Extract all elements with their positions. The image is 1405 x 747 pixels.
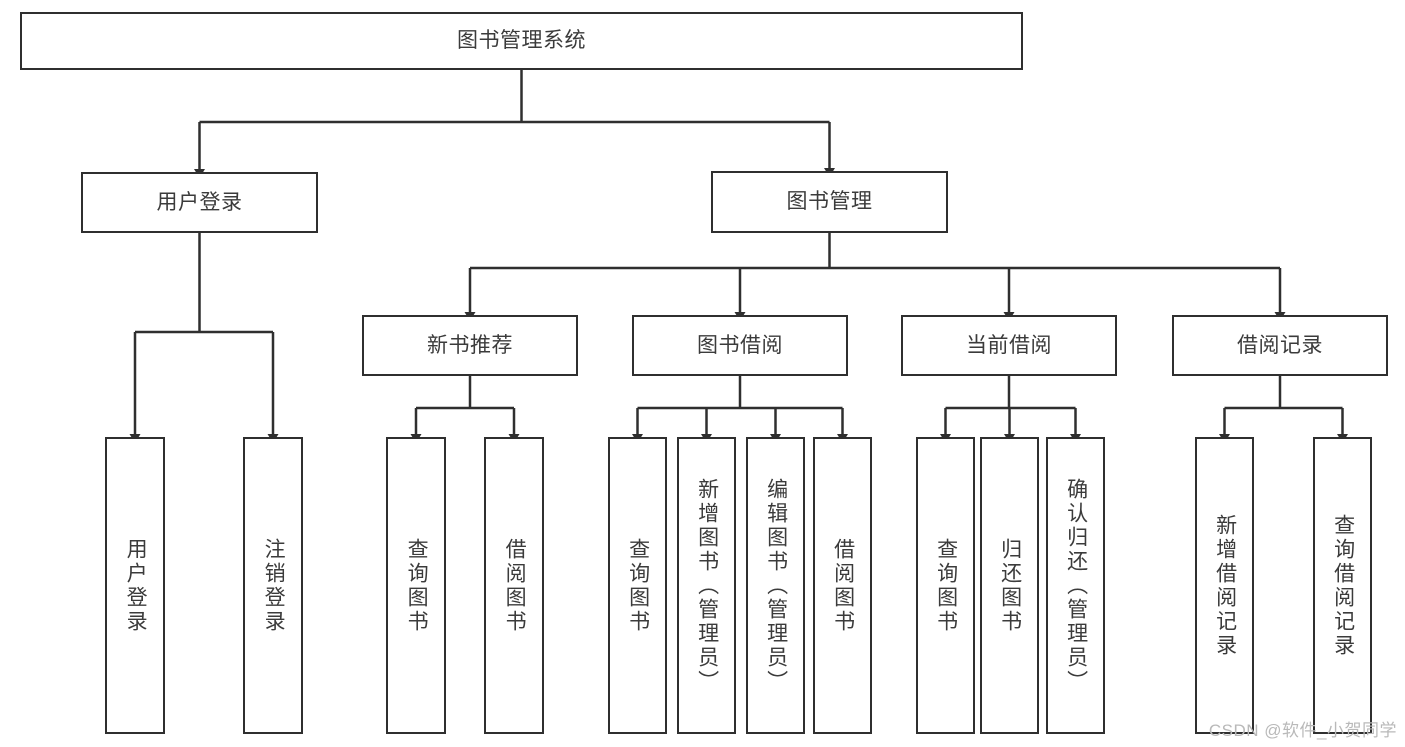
node-leaf-查询图书[interactable]: 查询图书 [916, 437, 975, 734]
node-l2-图书借阅[interactable]: 图书借阅 [632, 315, 848, 376]
watermark-text: CSDN @软件_小贺同学 [1208, 721, 1397, 740]
node-label: 借阅图书 [503, 537, 527, 634]
node-leaf-查询借阅记录[interactable]: 查询借阅记录 [1313, 437, 1372, 734]
node-leaf-借阅图书[interactable]: 借阅图书 [484, 437, 544, 734]
node-label: 新增图书（管理员） [695, 477, 719, 694]
node-label: 图书管理 [786, 190, 873, 214]
node-leaf-借阅图书[interactable]: 借阅图书 [813, 437, 872, 734]
node-l2-当前借阅[interactable]: 当前借阅 [901, 315, 1117, 376]
node-label: 查询借阅记录 [1331, 513, 1355, 658]
node-label: 用户登录 [124, 537, 148, 634]
node-label: 新增借阅记录 [1213, 513, 1237, 658]
node-l2-借阅记录[interactable]: 借阅记录 [1172, 315, 1388, 376]
node-leaf-归还图书[interactable]: 归还图书 [980, 437, 1039, 734]
node-label: 借阅记录 [1237, 333, 1323, 357]
node-label: 图书借阅 [697, 333, 783, 357]
node-label: 归还图书 [998, 537, 1022, 634]
node-label: 确认归还（管理员） [1064, 477, 1088, 694]
node-root-图书管理系统[interactable]: 图书管理系统 [20, 12, 1023, 70]
node-label: 注销登录 [262, 537, 286, 634]
node-l1-用户登录[interactable]: 用户登录 [81, 172, 318, 233]
node-leaf-用户登录[interactable]: 用户登录 [105, 437, 165, 734]
node-l1-图书管理[interactable]: 图书管理 [711, 171, 948, 233]
node-leaf-新增借阅记录[interactable]: 新增借阅记录 [1195, 437, 1254, 734]
node-leaf-注销登录[interactable]: 注销登录 [243, 437, 303, 734]
node-leaf-查询图书[interactable]: 查询图书 [608, 437, 667, 734]
node-label: 查询图书 [934, 537, 958, 634]
node-leaf-查询图书[interactable]: 查询图书 [386, 437, 446, 734]
node-label: 新书推荐 [427, 333, 513, 357]
node-label: 图书管理系统 [457, 29, 586, 53]
node-label: 用户登录 [156, 190, 243, 214]
node-leaf-编辑图书管理员[interactable]: 编辑图书（管理员） [746, 437, 805, 734]
node-l2-新书推荐[interactable]: 新书推荐 [362, 315, 578, 376]
node-leaf-确认归还管理员[interactable]: 确认归还（管理员） [1046, 437, 1105, 734]
node-label: 编辑图书（管理员） [764, 477, 788, 694]
node-label: 查询图书 [405, 537, 429, 634]
node-label: 查询图书 [626, 537, 650, 634]
node-label: 当前借阅 [966, 333, 1052, 357]
node-leaf-新增图书管理员[interactable]: 新增图书（管理员） [677, 437, 736, 734]
node-label: 借阅图书 [831, 537, 855, 634]
